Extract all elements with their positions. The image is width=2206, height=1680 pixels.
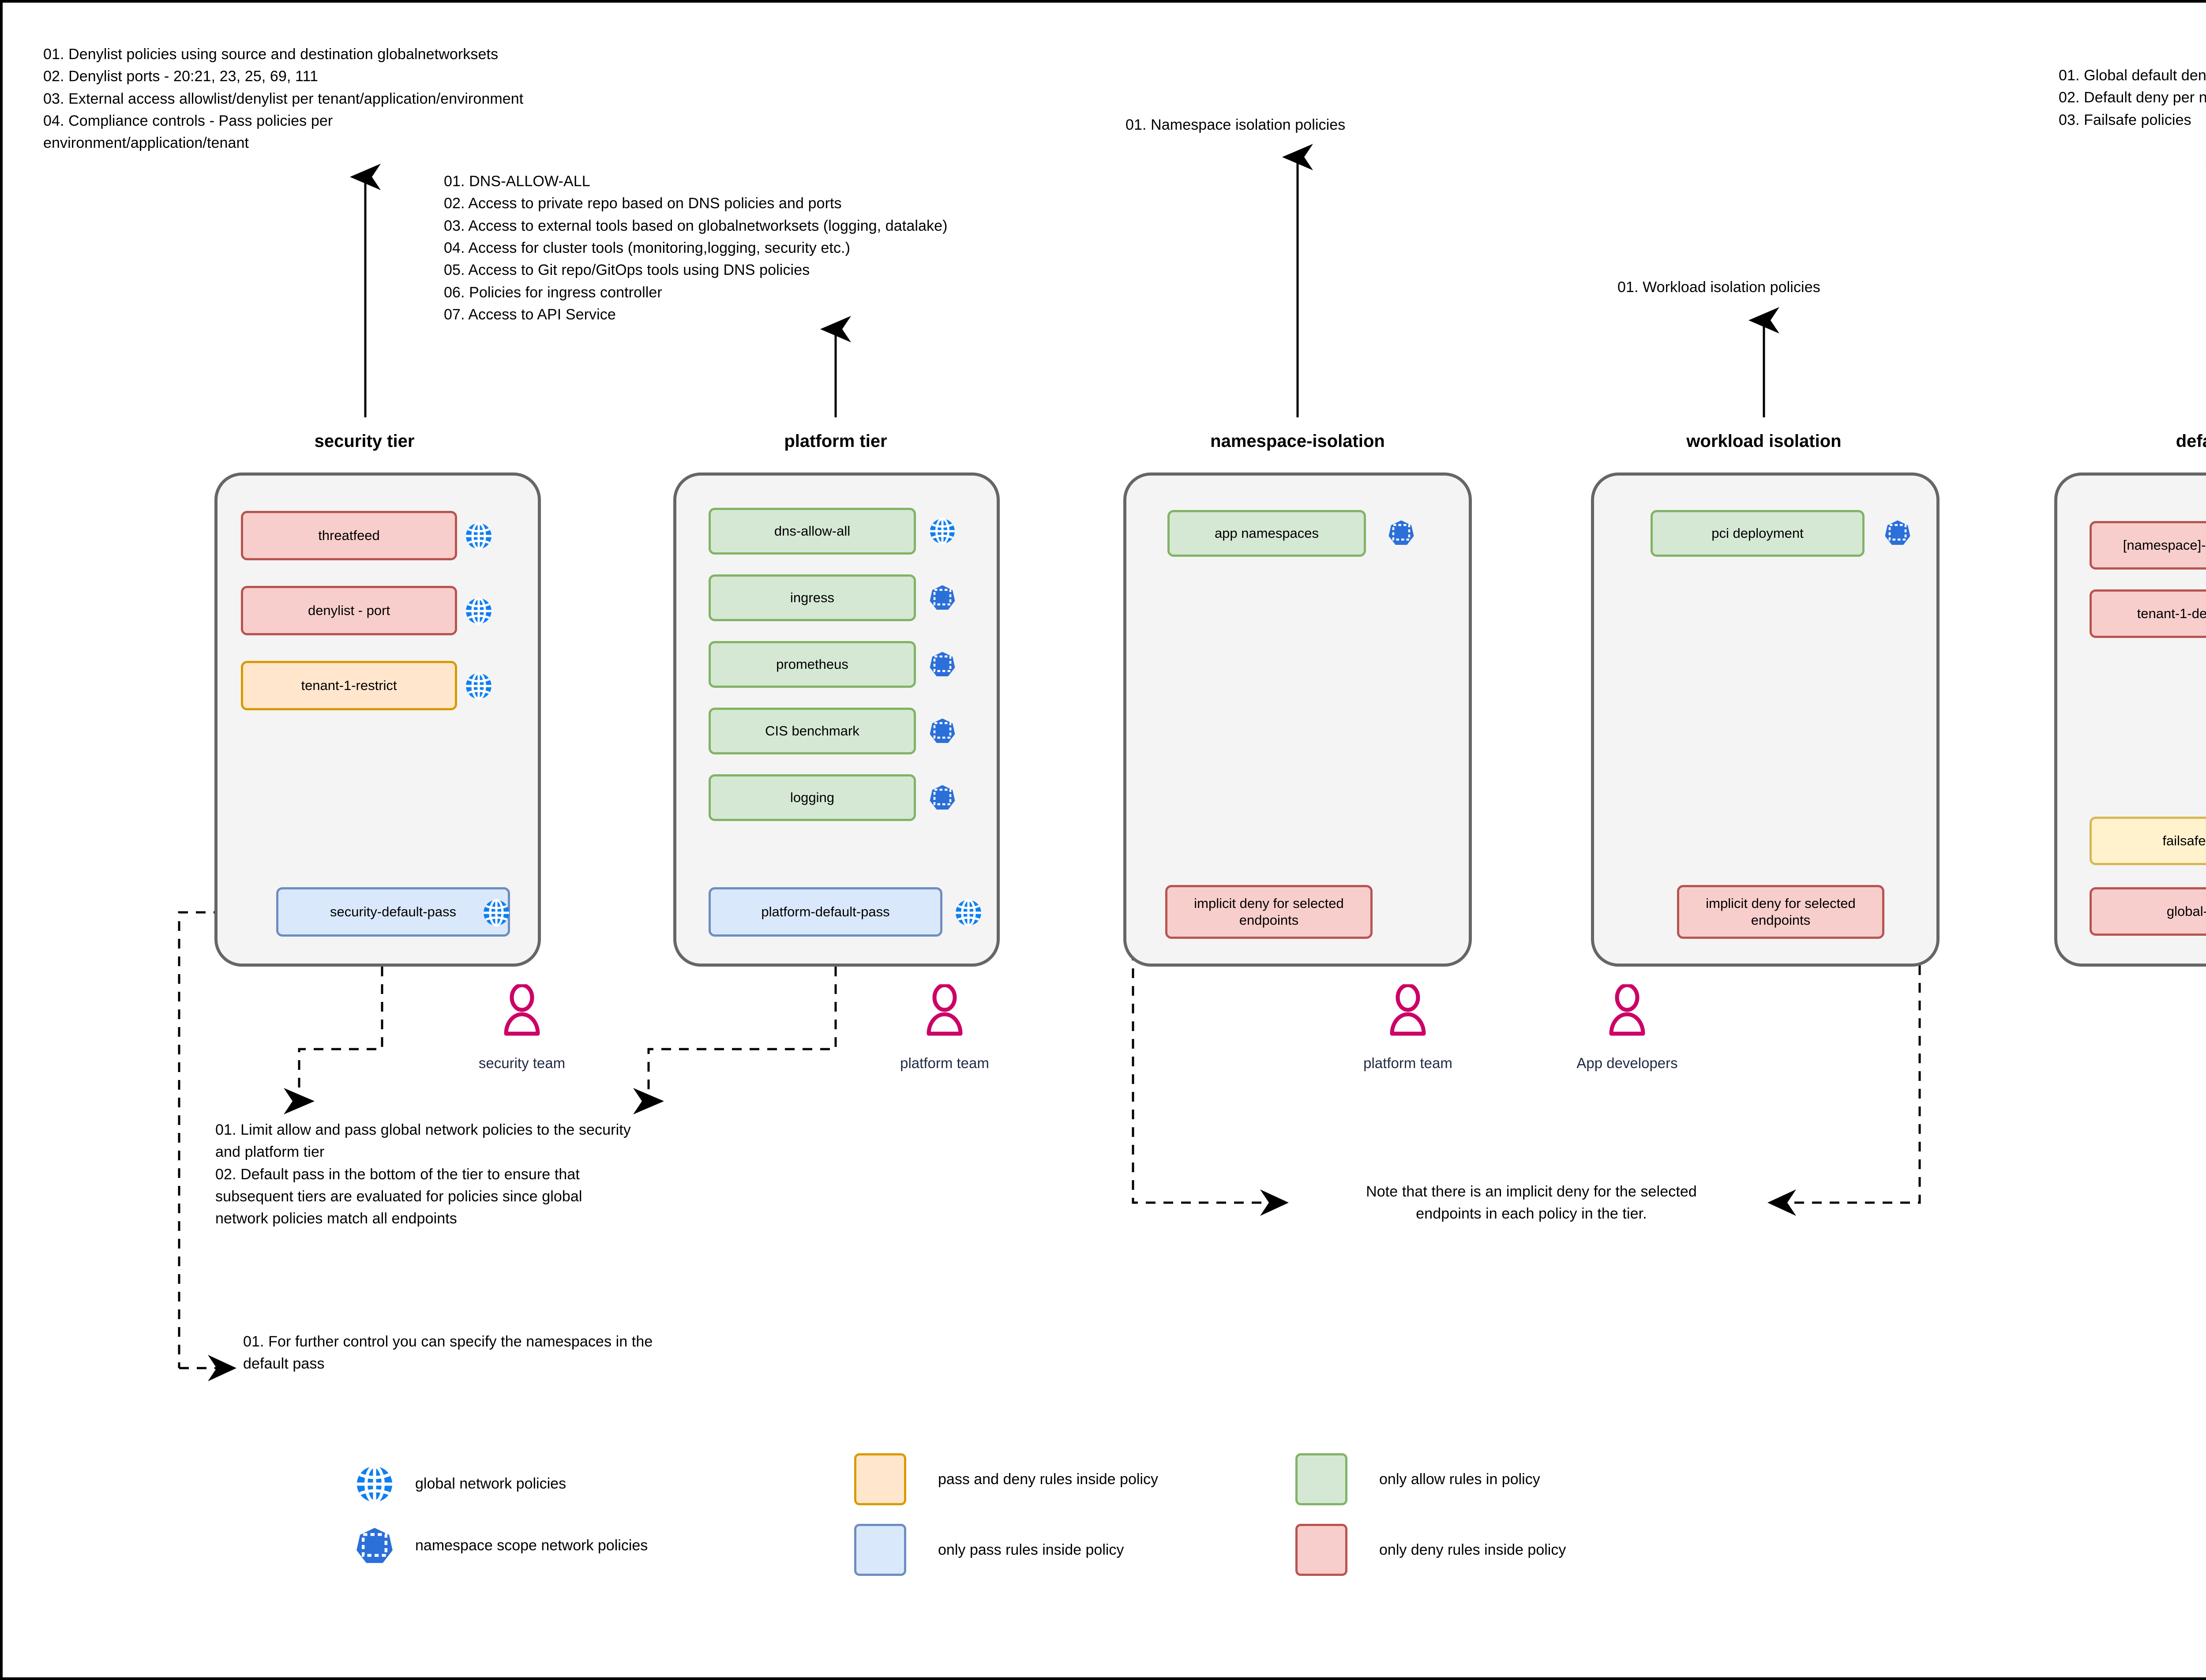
policy-global-deny[interactable]: global-deny: [2090, 887, 2206, 936]
policy-platform-default-pass[interactable]: platform-default-pass: [709, 887, 942, 937]
workload-isolation-note: 01. Workload isolation policies: [1617, 279, 1820, 296]
security-tier-note: 01. Denylist policies using source and d…: [43, 46, 524, 152]
global-network-policy-icon: [465, 597, 492, 625]
policy-prometheus[interactable]: prometheus: [709, 641, 916, 688]
namespace-isolation-note: 01. Namespace isolation policies: [1126, 116, 1346, 133]
wire-security-to-guidance: [284, 967, 383, 1114]
legend-label-global-network-policies: global network policies: [415, 1475, 567, 1492]
platform-tier-note: 01. DNS-ALLOW-ALL 02. Access to private …: [444, 173, 948, 323]
global-network-policy-icon: [483, 899, 510, 926]
implicit-deny-note: Note that there is an implicit deny for …: [1366, 1183, 1697, 1222]
policy-implicit-deny-workload[interactable]: implicit deny for selected endpoints: [1677, 885, 1884, 939]
avatar-app-developers: [1609, 984, 1646, 1038]
wire-platform-to-guidance: [633, 967, 837, 1114]
legend-label-only-deny: only deny rules inside policy: [1379, 1541, 1566, 1558]
policy-ingress[interactable]: ingress: [709, 574, 916, 621]
namespace-scope-policy-icon: [929, 784, 956, 811]
namespace-scope-policy-icon: [929, 651, 956, 678]
tier-title-workload-isolation: workload isolation: [1686, 431, 1842, 451]
default-tier-note: 01. Global default deny 02. Default deny…: [2059, 67, 2206, 128]
policy-denylist-port[interactable]: denylist - port: [241, 586, 457, 635]
namespace-scope-policy-icon: [1884, 520, 1911, 546]
tier-title-namespace-isolation: namespace-isolation: [1210, 431, 1385, 451]
legend-swatch-only-allow: [1295, 1453, 1347, 1505]
namespace-scope-policy-icon: [929, 585, 956, 611]
policy-security-default-pass[interactable]: security-default-pass: [276, 887, 510, 937]
policy-pci-deployment[interactable]: pci deployment: [1651, 510, 1865, 557]
policy-logging[interactable]: logging: [709, 774, 916, 821]
policy-threatfeed[interactable]: threatfeed: [241, 511, 457, 560]
global-network-policy-icon: [465, 672, 492, 700]
avatar-platform-team: [1389, 984, 1426, 1038]
legend-swatch-only-pass: [854, 1524, 906, 1576]
namespace-scope-policy-icon: [1388, 520, 1414, 546]
legend-label-only-pass: only pass rules inside policy: [938, 1541, 1124, 1558]
team-label-app-developers: App developers: [1576, 1055, 1678, 1071]
tier-title-platform: platform tier: [784, 431, 887, 451]
policy-failsafe-allow[interactable]: failsafe-allow: [2090, 817, 2206, 865]
tier-title-security: security tier: [314, 431, 415, 451]
policy-app-namespaces[interactable]: app namespaces: [1167, 510, 1366, 557]
global-policy-guidance-note: 01. Limit allow and pass global network …: [215, 1121, 631, 1227]
global-network-policy-icon: [929, 518, 956, 544]
legend-label-only-allow: only allow rules in policy: [1379, 1471, 1540, 1488]
legend-swatch-only-deny: [1295, 1524, 1347, 1576]
legend-label-pass-and-deny: pass and deny rules inside policy: [938, 1471, 1158, 1488]
policy-cis-benchmark[interactable]: CIS benchmark: [709, 708, 916, 754]
tier-title-default: default tier: [2176, 431, 2206, 451]
policy-namespace-default-deny[interactable]: [namespace]-default-deny: [2090, 521, 2206, 570]
legend-label-namespace-scope-policies: namespace scope network policies: [415, 1537, 648, 1554]
avatar-security-team: [503, 984, 540, 1038]
global-network-policy-icon: [465, 522, 492, 550]
policy-dns-allow-all[interactable]: dns-allow-all: [709, 508, 916, 555]
team-label-security: security team: [478, 1055, 566, 1071]
policy-implicit-deny-namespace[interactable]: implicit deny for selected endpoints: [1165, 885, 1373, 939]
further-control-note: 01. For further control you can specify …: [243, 1333, 653, 1372]
team-label-platform: platform team: [900, 1055, 989, 1071]
global-network-policy-icon: [955, 899, 982, 926]
legend-swatch-pass-and-deny: [854, 1453, 906, 1505]
policy-tenant-1-restrict[interactable]: tenant-1-restrict: [241, 661, 457, 710]
namespace-scope-policy-icon: [356, 1527, 394, 1565]
policy-tenant-1-default-deny[interactable]: tenant-1-default-deny: [2090, 589, 2206, 638]
team-label-namespace-owner: platform team: [1363, 1055, 1452, 1071]
namespace-scope-policy-icon: [929, 718, 956, 744]
avatar-platform-team: [926, 984, 963, 1038]
global-network-policy-icon: [356, 1465, 394, 1503]
